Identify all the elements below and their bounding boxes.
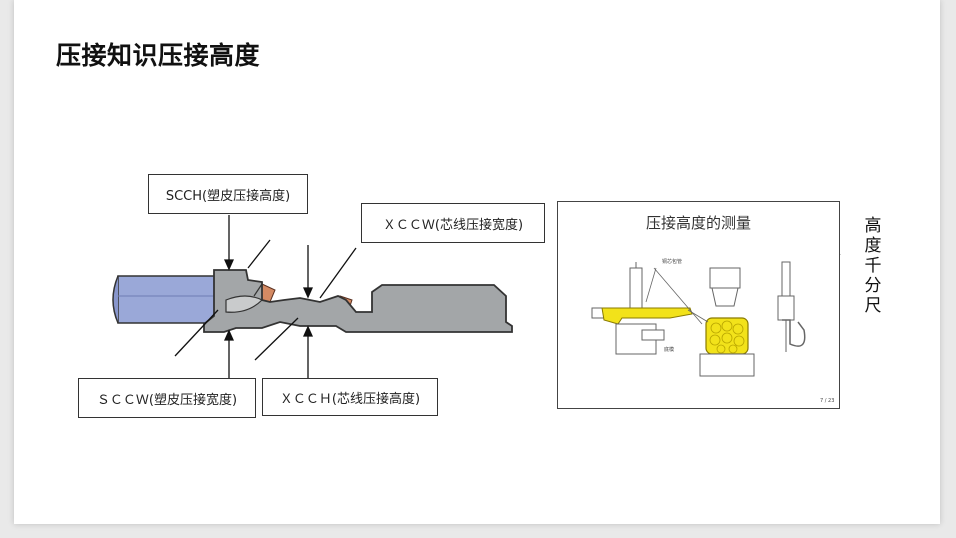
terminal-body: [203, 269, 513, 333]
micrometer-label: 高 度 千 分 尺: [862, 216, 884, 316]
micrometer-label-char: 分: [864, 276, 882, 296]
sccw-label: ＳＣＣＷ(塑皮压接宽度): [78, 378, 256, 418]
photo-note-bottom: 底模: [664, 347, 675, 353]
photo-corner-text: 7 / 23: [820, 398, 835, 404]
crimp-edge: [253, 283, 263, 297]
scch-label: SCCH(塑皮压接高度): [148, 174, 308, 214]
micrometer-label-char: 尺: [864, 296, 882, 316]
photo-note-top: 铜芯包管: [662, 259, 683, 265]
xccw-label: ＸＣＣＷ(芯线压接宽度): [361, 203, 545, 243]
micrometer-label-char: 度: [864, 236, 882, 256]
page-title: 压接知识压接高度: [56, 41, 261, 70]
insulation-crimp-barrel: [225, 295, 264, 313]
xcch-label: ＸＣＣＨ(芯线压接高度): [262, 378, 438, 416]
photo-title: 压接高度的测量: [645, 214, 751, 232]
micrometer-label-char: 千: [864, 256, 882, 276]
micrometer-label-char: 高: [864, 216, 882, 236]
measurement-photo: 压接高度的测量 铜芯包管 底模 7 / 23: [557, 201, 840, 409]
wire-insulation: [112, 275, 221, 324]
measurement-illustration: [591, 261, 806, 377]
